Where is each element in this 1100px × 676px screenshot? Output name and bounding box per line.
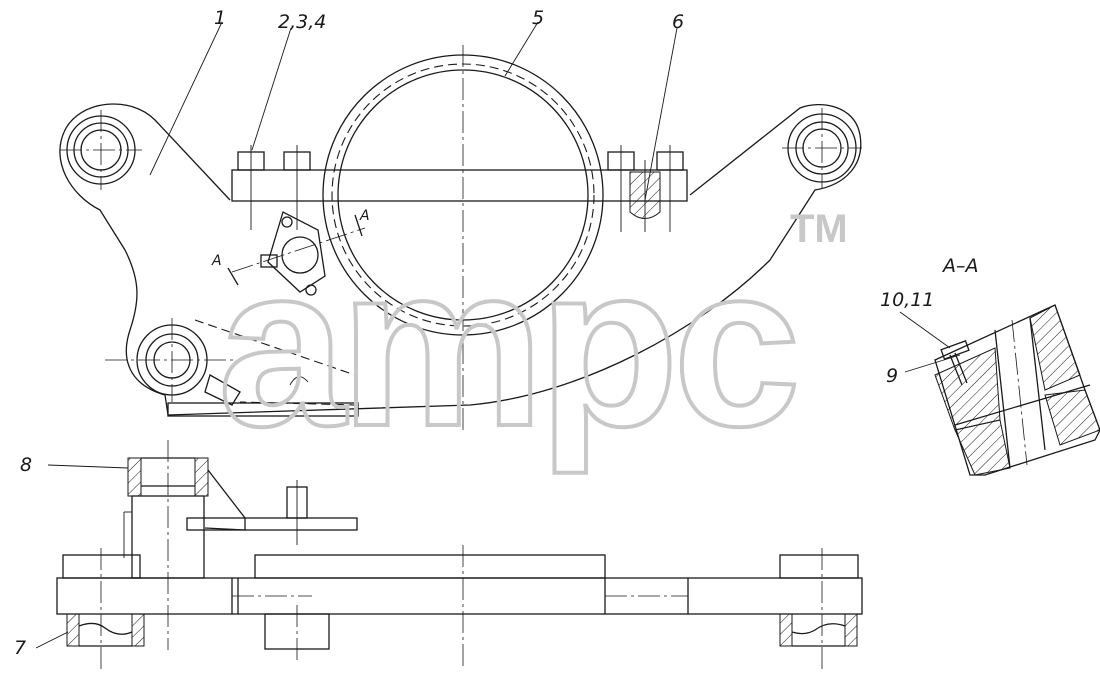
section-hatch-right [1029, 304, 1081, 391]
lever-tip [204, 374, 241, 406]
label-part-8: 8 [20, 454, 32, 476]
section-line-aa [231, 227, 366, 273]
label-part-7: 7 [14, 637, 26, 659]
section-screw [949, 354, 963, 386]
leader-1 [149, 21, 223, 176]
section-bore-right [1029, 317, 1046, 451]
bushing-7-left-b [131, 613, 145, 647]
watermark-text: ampc [218, 217, 795, 474]
section-axis [1011, 319, 1028, 466]
top-view [59, 45, 862, 430]
bushing-7-right-break [791, 623, 846, 635]
base-plate-top [167, 402, 359, 417]
beam-top-plate [254, 554, 606, 579]
label-part-234: 2,3,4 [278, 11, 326, 33]
section-hatch-left [934, 347, 1001, 431]
watermark-tm: TM [790, 207, 848, 251]
bushing-8-right-wall [194, 457, 209, 497]
leader-8 [47, 464, 129, 469]
label-part-5: 5 [532, 7, 544, 29]
leader-7 [35, 631, 69, 649]
lock-nut [260, 254, 278, 268]
section-arrow-left [227, 267, 239, 286]
section-bore-left [994, 329, 1011, 469]
section-aa [934, 304, 1100, 476]
main-beam [56, 577, 863, 615]
beam-left-block [62, 554, 141, 579]
clamp-bar [231, 169, 688, 202]
top-arm [186, 517, 358, 531]
leader-1011 [899, 311, 951, 349]
bushing-7-left-a [66, 613, 80, 647]
label-section-title: A–A [941, 255, 979, 277]
bushing-7-right-b [844, 613, 858, 647]
section-hatch-bottom-right [1044, 389, 1100, 446]
rotation-arrow [289, 376, 309, 386]
label-section-mark-left: A [211, 253, 222, 269]
lock-screw-2 [305, 284, 317, 296]
leader-5 [504, 21, 539, 77]
bushing-8-left-wall [127, 457, 142, 497]
section-lock-plate [940, 340, 970, 360]
leader-9 [904, 354, 961, 373]
leader-234 [251, 27, 292, 151]
label-part-1: 1 [214, 7, 226, 29]
label-part-1011: 10,11 [880, 289, 934, 311]
watermark: ampc TM [216, 207, 848, 476]
label-part-9: 9 [886, 365, 898, 387]
label-part-6: 6 [672, 11, 684, 33]
section-arrow-right [354, 214, 363, 237]
beam-right-block [779, 554, 859, 579]
lock-screw-1 [281, 216, 293, 228]
section-split-line [954, 384, 1091, 426]
bushing-7-left-break [78, 622, 133, 635]
side-view [56, 440, 863, 670]
lock-plate [267, 211, 326, 293]
gusset [204, 469, 246, 531]
bushing-7-right-a [779, 613, 793, 647]
section-screw-2 [954, 352, 968, 384]
leader-6 [644, 27, 678, 201]
lock-plate-hole [281, 236, 319, 274]
labels: 1 2,3,4 5 6 8 7 10,11 9 A–A A A [14, 7, 979, 659]
section-hatch-bottom-left [954, 419, 1011, 476]
leader-lines [35, 21, 961, 649]
label-section-mark-right: A [359, 208, 370, 224]
